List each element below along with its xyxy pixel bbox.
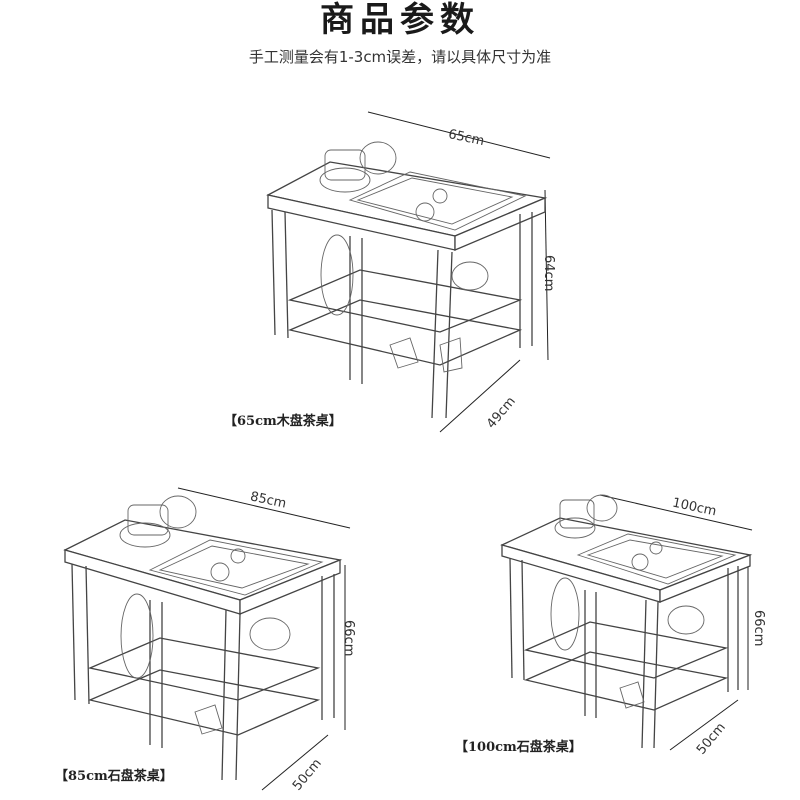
product-caption: 【85cm石盘茶桌】 [55, 769, 173, 784]
product-caption: 【100cm石盘茶桌】 [455, 740, 582, 755]
height-label: 66cm [751, 610, 766, 647]
product-caption: 【65cm木盘茶桌】 [224, 414, 342, 429]
product-65cm: 65cm 64cm 49cm 【65cm木盘茶桌】 [224, 111, 556, 433]
tea-table-sketch-icon [266, 111, 551, 433]
page-title: 商品参数 [320, 0, 480, 40]
measurement-note: 手工测量会有1-3cm误差，请以具体尺寸为准 [248, 48, 552, 66]
